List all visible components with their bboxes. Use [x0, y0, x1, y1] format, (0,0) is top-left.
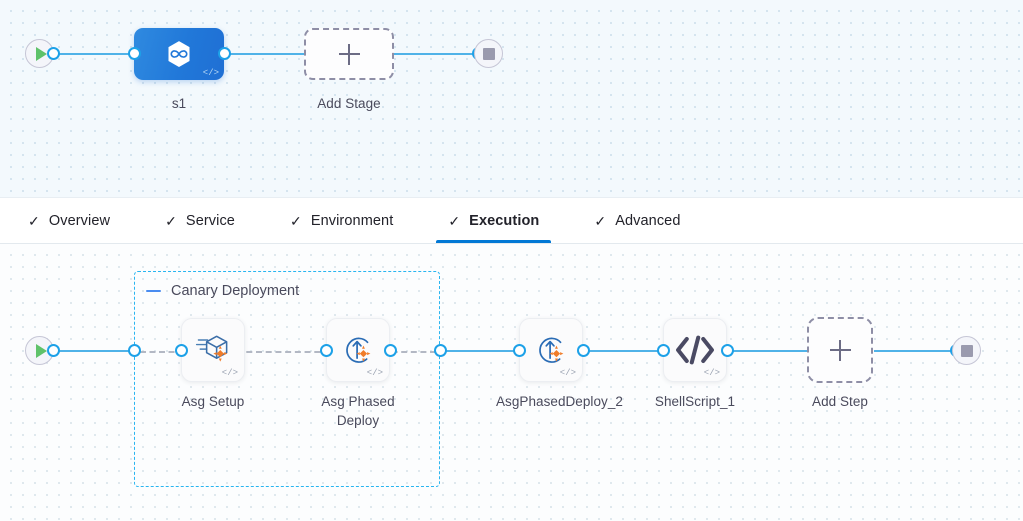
step-port-group-out[interactable]	[434, 344, 447, 357]
step-port-asg-phased-deploy-out[interactable]	[384, 344, 397, 357]
step-port-asgphaseddeploy2-out[interactable]	[577, 344, 590, 357]
step-connector-group-to-asgphaseddeploy2	[440, 350, 524, 352]
step-end-node[interactable]	[952, 336, 981, 365]
tab-environment-label: Environment	[310, 212, 394, 229]
check-icon: ✓	[448, 212, 461, 229]
tab-overview-label: Overview	[48, 212, 111, 229]
tab-service[interactable]: ✓ Service	[153, 198, 247, 243]
aws-badge	[549, 345, 564, 362]
stage-port-s1-out[interactable]	[218, 47, 231, 60]
tab-execution-label: Execution	[469, 212, 540, 229]
stage-canvas[interactable]: </> s1 Add Stage	[0, 0, 1023, 197]
step-code-glyph: </>	[221, 368, 238, 378]
step-group-header[interactable]: Canary Deployment	[146, 283, 299, 299]
add-step-label: Add Step	[812, 394, 868, 409]
stop-icon	[960, 344, 973, 357]
step-connector-asg-setup-to-asg-phased-deploy	[188, 351, 330, 353]
asg-phased-deploy-icon	[346, 337, 371, 363]
step-port-asg-setup-in[interactable]	[175, 344, 188, 357]
step-port-asgphaseddeploy2-in[interactable]	[513, 344, 526, 357]
play-icon	[35, 46, 47, 61]
step-group-canary-deployment[interactable]	[134, 271, 440, 487]
asg-phased-deploy-icon	[539, 337, 564, 363]
stop-icon	[482, 47, 495, 60]
step-connector-asgphaseddeploy2-to-shellscript1	[584, 350, 668, 352]
plus-icon	[829, 339, 851, 361]
check-icon: ✓	[289, 212, 302, 229]
step-connector-shellscript1-to-addstep	[728, 350, 808, 352]
add-step-button[interactable]	[807, 317, 873, 383]
stage-port-s1-in[interactable]	[128, 47, 141, 60]
step-code-glyph: </>	[703, 368, 720, 378]
tab-service-label: Service	[185, 212, 235, 229]
asg-setup-package-icon	[195, 335, 228, 362]
step-node-shellscript-1[interactable]: </>	[663, 318, 727, 382]
stage-node-s1[interactable]: </>	[134, 28, 224, 80]
stage-code-glyph: </>	[202, 68, 219, 78]
tab-environment[interactable]: ✓ Environment	[278, 198, 405, 243]
step-connector-addstep-to-end	[874, 350, 958, 352]
step-connector-group-in-to-asg-setup	[140, 351, 184, 353]
aws-badge	[356, 345, 371, 362]
stage-connector-start-to-s1	[52, 53, 136, 55]
step-code-glyph: </>	[559, 368, 576, 378]
plus-icon	[338, 43, 360, 65]
add-stage-button[interactable]	[304, 28, 394, 80]
tab-overview[interactable]: ✓ Overview	[16, 198, 122, 243]
step-connector-start-to-group	[52, 350, 136, 352]
add-stage-label: Add Stage	[317, 96, 381, 111]
stage-config-tabs[interactable]: ✓ Overview ✓ Service ✓ Environment ✓ Exe…	[0, 197, 1023, 244]
play-icon	[35, 343, 47, 358]
minus-icon[interactable]	[146, 289, 161, 293]
tab-execution[interactable]: ✓ Execution	[436, 198, 552, 243]
execution-steps-canvas[interactable]: Canary Deployment	[0, 244, 1023, 521]
tab-advanced[interactable]: ✓ Advanced	[582, 198, 692, 243]
step-port-start-out[interactable]	[47, 344, 60, 357]
step-port-asg-phased-deploy-in[interactable]	[320, 344, 333, 357]
check-icon: ✓	[594, 212, 607, 229]
step-group-title: Canary Deployment	[171, 283, 300, 299]
check-icon: ✓	[165, 212, 177, 229]
tab-advanced-label: Advanced	[615, 212, 681, 229]
aws-badge	[213, 345, 228, 362]
step-node-asgphaseddeploy-2-label: AsgPhasedDeploy_2	[496, 394, 623, 409]
stage-connector-s1-to-add	[224, 53, 306, 55]
stage-end-node[interactable]	[474, 39, 503, 68]
step-node-asg-setup[interactable]: </>	[181, 318, 245, 382]
stage-port-start-out[interactable]	[47, 47, 60, 60]
check-icon: ✓	[28, 212, 40, 229]
stage-node-s1-label: s1	[171, 96, 187, 111]
stage-connector-add-to-end	[393, 53, 479, 55]
step-port-shellscript1-out[interactable]	[721, 344, 734, 357]
harness-hexagon-infinity-icon	[168, 41, 190, 67]
step-port-shellscript1-in[interactable]	[657, 344, 670, 357]
shell-script-code-icon	[676, 335, 714, 365]
step-port-group-in[interactable]	[128, 344, 141, 357]
step-node-asgphaseddeploy-2[interactable]: </>	[519, 318, 583, 382]
step-node-asg-phased-deploy[interactable]: </>	[326, 318, 390, 382]
step-code-glyph: </>	[366, 368, 383, 378]
step-node-shellscript-1-label: ShellScript_1	[654, 394, 736, 409]
